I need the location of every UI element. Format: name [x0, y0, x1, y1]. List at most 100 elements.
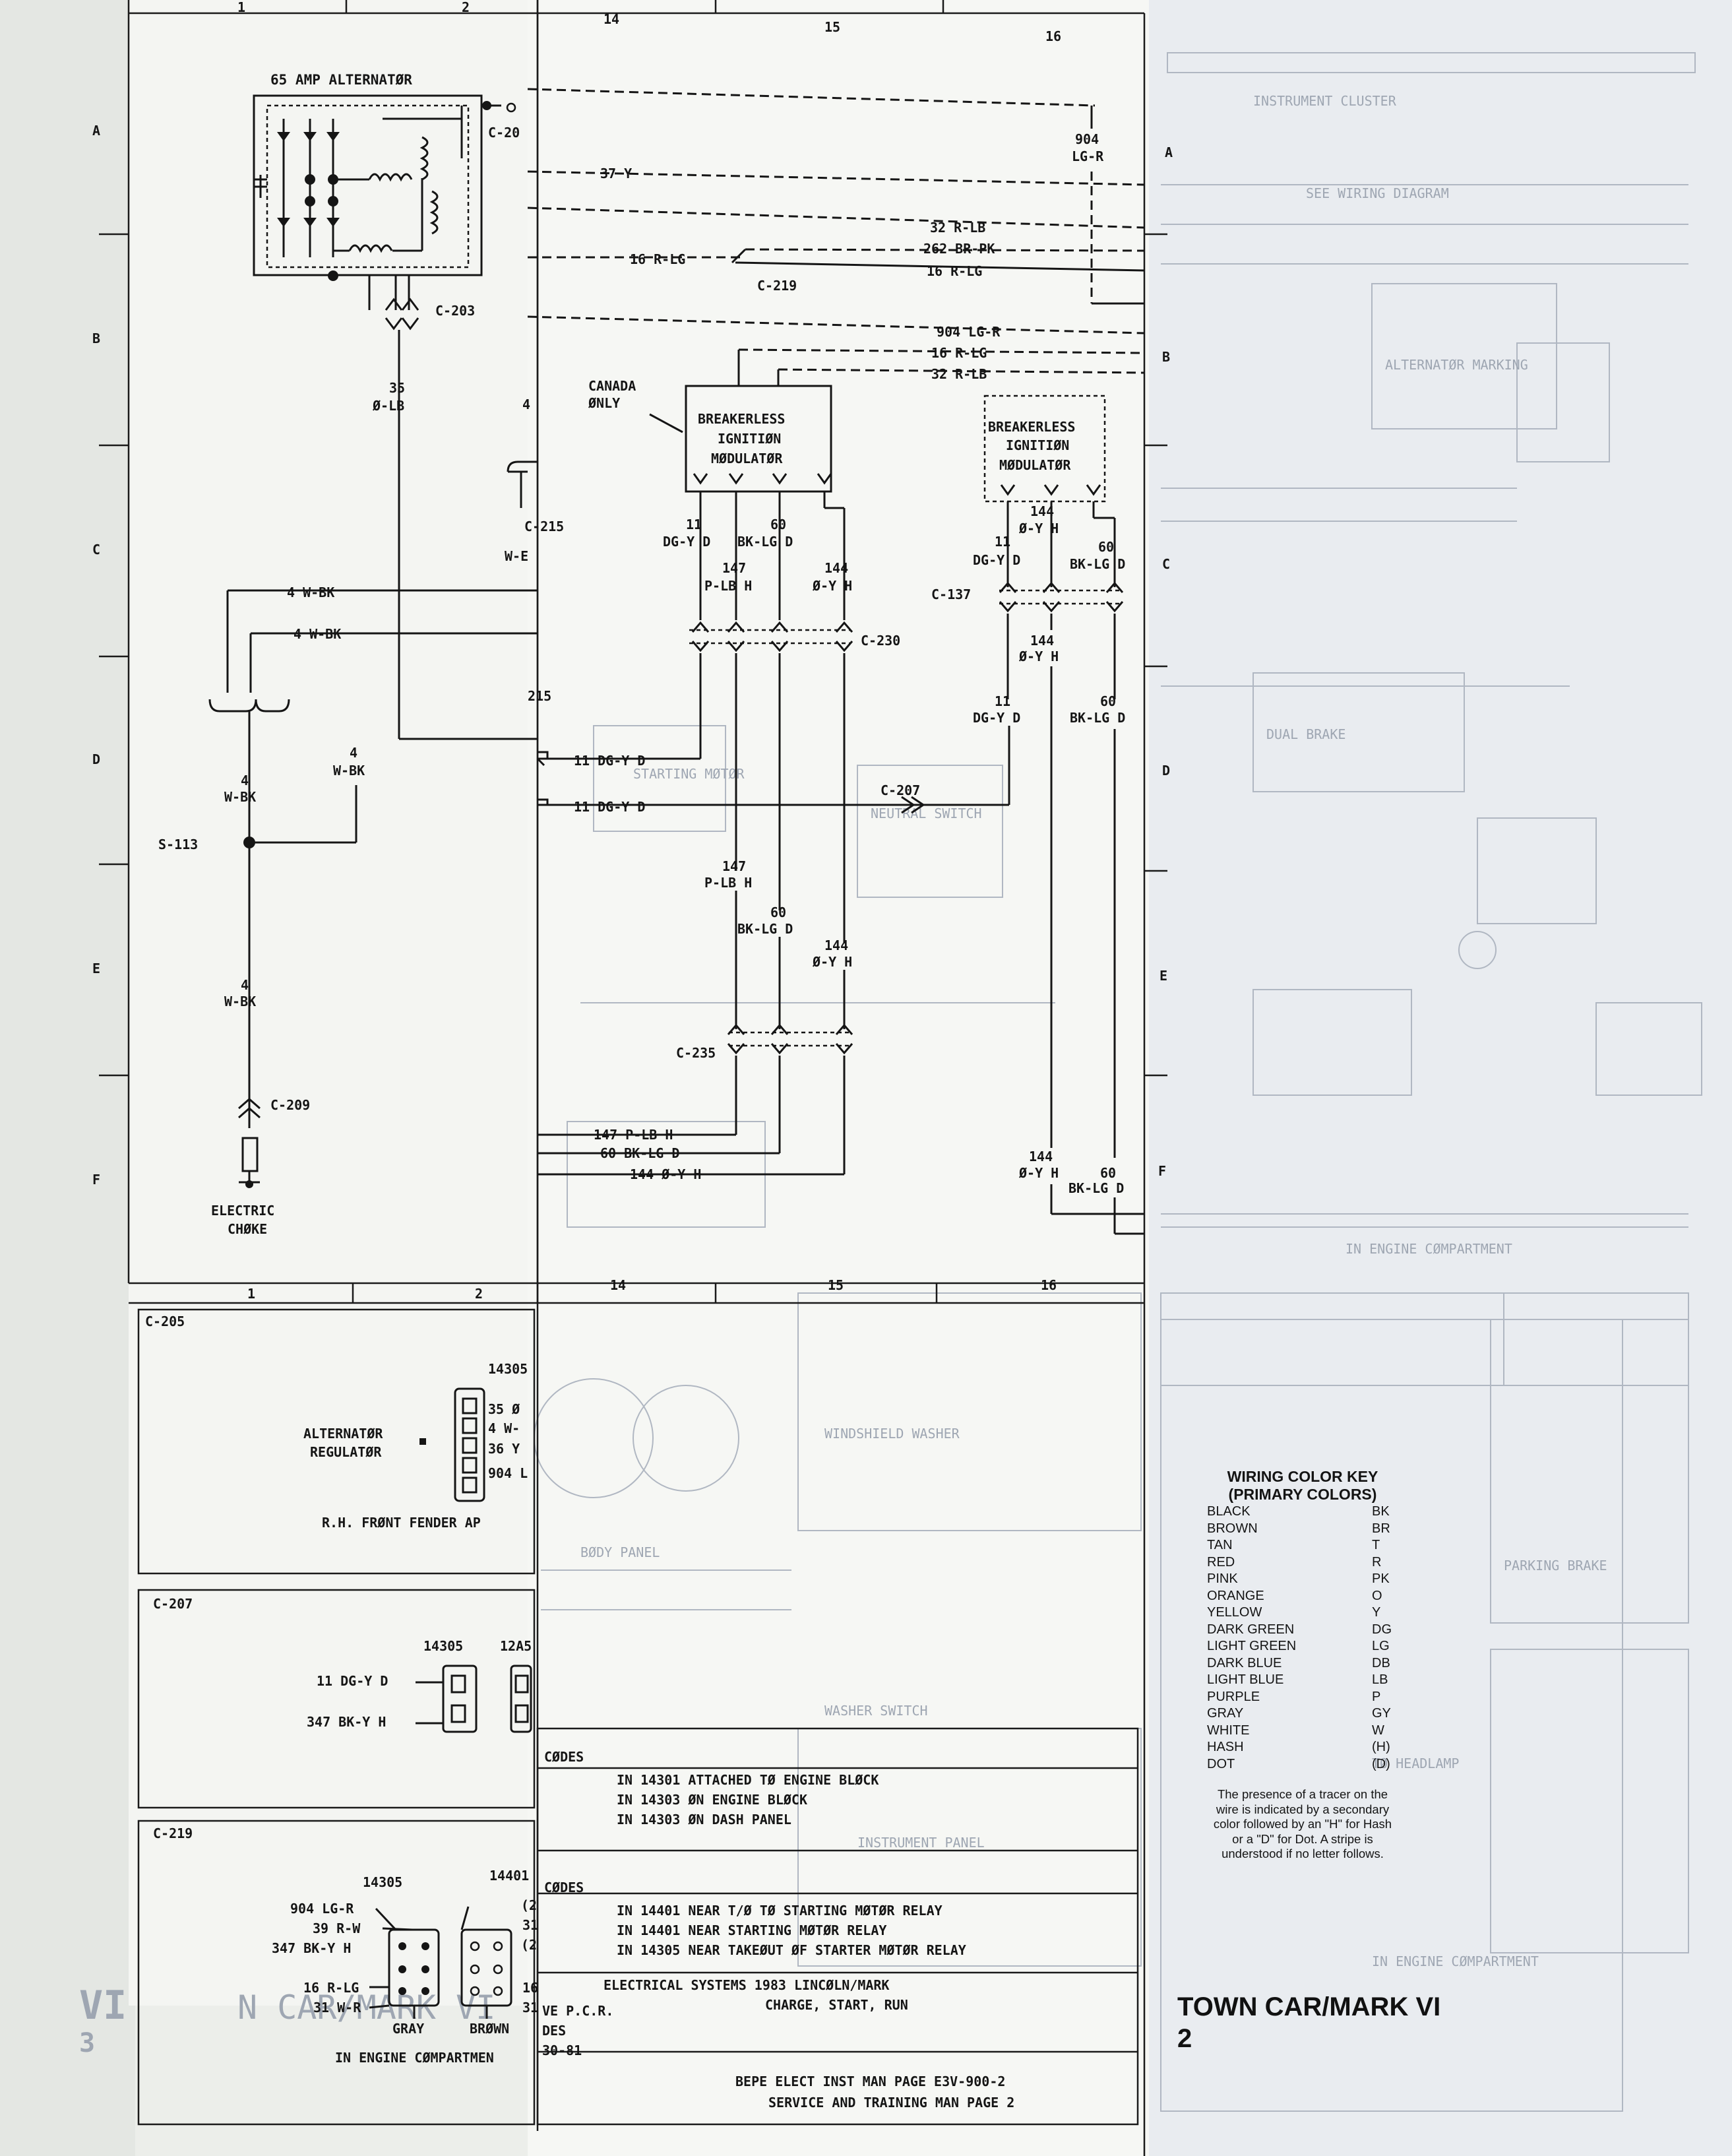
c207-title: C-207 [153, 1596, 193, 1612]
manual-ref-1: BEPE ELECT INST MAN PAGE E3V-900-2 [735, 2074, 1005, 2089]
row-label-e: E [92, 961, 100, 976]
wire-4-wbk-a: 4 W-BK [287, 585, 334, 600]
system-subtitle: CHARGE, START, RUN [765, 1997, 908, 2013]
row-label-c-right: C [1162, 556, 1170, 572]
wire-35-color: Ø-LB [372, 398, 404, 414]
manual-ref-2: SERVICE AND TRAINING MAN PAGE 2 [768, 2095, 1014, 2110]
connector-c137: C-137 [931, 587, 971, 602]
wire-32-rlb-a: 32 R-LB [930, 220, 985, 236]
main-sheet [528, 0, 1149, 2156]
row-label-d: D [92, 751, 100, 767]
modulator-2-label-1: BREAKERLESS [988, 419, 1075, 435]
col-label-2-lower: 2 [475, 1286, 483, 1302]
ignition-modulator-1 [685, 385, 832, 493]
c205-pin-3: 36 Y [488, 1441, 520, 1457]
modulator-2-label-3: MØDULATØR [999, 457, 1071, 473]
fragment-date: 30-81 [542, 2043, 582, 2058]
col-label-1: 1 [237, 0, 245, 15]
c219-rpin-4: 16 [522, 1980, 538, 1996]
wire-r144b-color: Ø-Y H [1018, 649, 1059, 664]
wire-r144a-num: 144 [1030, 503, 1054, 519]
modulator-1-label-1: BREAKERLESS [698, 411, 785, 427]
wire-r11-num: 11 [995, 534, 1010, 550]
c219-rpin-2: 31 [522, 1917, 538, 1933]
col-label-14: 14 [603, 11, 619, 27]
c205-label-1: ALTERNATØR [303, 1426, 383, 1442]
wire-35-num: 35 [389, 380, 405, 396]
wire-m11-num: 11 [686, 517, 702, 532]
row-label-e-right: E [1160, 968, 1167, 984]
svg-text:N CAR/MARK VI: N CAR/MARK VI [237, 1988, 495, 2027]
wire-16-rlg-c: 16 R-LG [931, 345, 987, 361]
splice-s113: S-113 [158, 837, 198, 852]
wire-904-num: 904 [1075, 131, 1099, 147]
fragment-des: DES [542, 2023, 566, 2039]
svg-text:STARTING MØTØR: STARTING MØTØR [633, 766, 745, 782]
c207-part-1: 14305 [423, 1638, 463, 1654]
modulator-2-label-2: IGNITIØN [1006, 437, 1069, 453]
c205-location: R.H. FRØNT FENDER AP [322, 1515, 481, 1531]
grid-labels: 1 2 14 15 16 1 2 14 15 16 A B C D E F A … [92, 0, 1173, 1302]
modulator-1-label-3: MØDULATØR [711, 451, 783, 466]
color-key-title: WIRING COLOR KEY (PRIMARY COLORS) [1207, 1468, 1398, 1504]
fragment-pcr: VE P.C.R. [542, 2003, 613, 2019]
col-label-16-lower: 16 [1041, 1277, 1057, 1293]
codes-2-line-3: IN 14305 NEAR TAKEØUT ØF STARTER MØTØR R… [617, 1942, 966, 1958]
svg-text:BØDY PANEL: BØDY PANEL [580, 1544, 660, 1560]
c219-title: C-219 [153, 1825, 193, 1841]
codes-2-line-1: IN 14401 NEAR T/Ø TØ STARTING MØTØR RELA… [617, 1903, 943, 1918]
background-left-page [0, 0, 135, 2156]
c219-color-brown: BRØWN [470, 2021, 509, 2037]
wire-4-c-color: W-BK [224, 789, 256, 805]
wire-r144a-color: Ø-Y H [1018, 521, 1059, 536]
svg-text:ALTERNATØR MARKING: ALTERNATØR MARKING [1385, 357, 1528, 373]
c219-pin-2: 39 R-W [313, 1920, 361, 1936]
wire-904-lgr-b: 904 LG-R [937, 324, 1001, 340]
c205-part: 14305 [488, 1361, 528, 1377]
wire-4-d-color: W-BK [333, 763, 365, 778]
wire-m60-color: BK-LG D [737, 534, 793, 550]
left-wiring: 35 Ø-LB 4 W-BK 4 W-BK 4 W-BK 4 W-BK S-11… [158, 330, 564, 1237]
c219-rpin-1: (2 [521, 1897, 537, 1913]
wire-m144-color: Ø-Y H [812, 578, 852, 594]
color-key-note: The presence of a tracer on the wire is … [1213, 1787, 1392, 1860]
wire-r60b-color: BK-LG D [1070, 710, 1125, 726]
connector-c235: C-235 [676, 1045, 716, 1061]
color-key-title-2: (PRIMARY COLORS) [1228, 1486, 1377, 1503]
codes-header-2: CØDES [544, 1880, 584, 1895]
background-right-page [1149, 0, 1732, 2156]
svg-text:3: 3 [79, 2028, 95, 2058]
svg-text:WINDSHIELD WASHER: WINDSHIELD WASHER [824, 1426, 960, 1442]
system-title: ELECTRICAL SYSTEMS 1983 LINCØLN/MARK [603, 1977, 889, 1993]
c219-pin-5: 31 W-R [313, 2000, 361, 2015]
alternator: 65 AMP ALTERNATØR [253, 72, 520, 331]
color-key-row: DOT(D) [1207, 1756, 1390, 1771]
wire-262: 262 BR-PK [923, 241, 995, 257]
wire-c147-num: 147 [722, 858, 746, 874]
wire-r60-num: 60 [1098, 539, 1114, 555]
wire-m147-color: P-LB H [704, 578, 752, 594]
col-label-1-lower: 1 [247, 1286, 255, 1302]
wire-r60b-num: 60 [1100, 693, 1116, 709]
ghost-background-content: INSTRUMENT CLUSTER SEE WIRING DIAGRAM AL… [79, 52, 1702, 2112]
main-wiring: 904 LG-R 37 Y 32 R-LB 262 BR-PK 16 R-LG … [527, 88, 1145, 1235]
color-key-title-1: WIRING COLOR KEY [1227, 1468, 1378, 1485]
c205-label-2: REGULATØR [310, 1444, 382, 1460]
wire-37: 37 Y [600, 166, 632, 181]
wire-m60-num: 60 [770, 517, 786, 532]
wire-f144-color: Ø-Y H [1018, 1165, 1059, 1181]
wire-r60-color: BK-LG D [1070, 556, 1125, 572]
connector-c203: C-203 [435, 303, 475, 319]
row-label-d-right: D [1162, 763, 1170, 778]
codes-1-line-2: IN 14303 ØN ENGINE BLØCK [617, 1792, 807, 1808]
wire-b60: 60 BK-LG D [600, 1145, 679, 1161]
